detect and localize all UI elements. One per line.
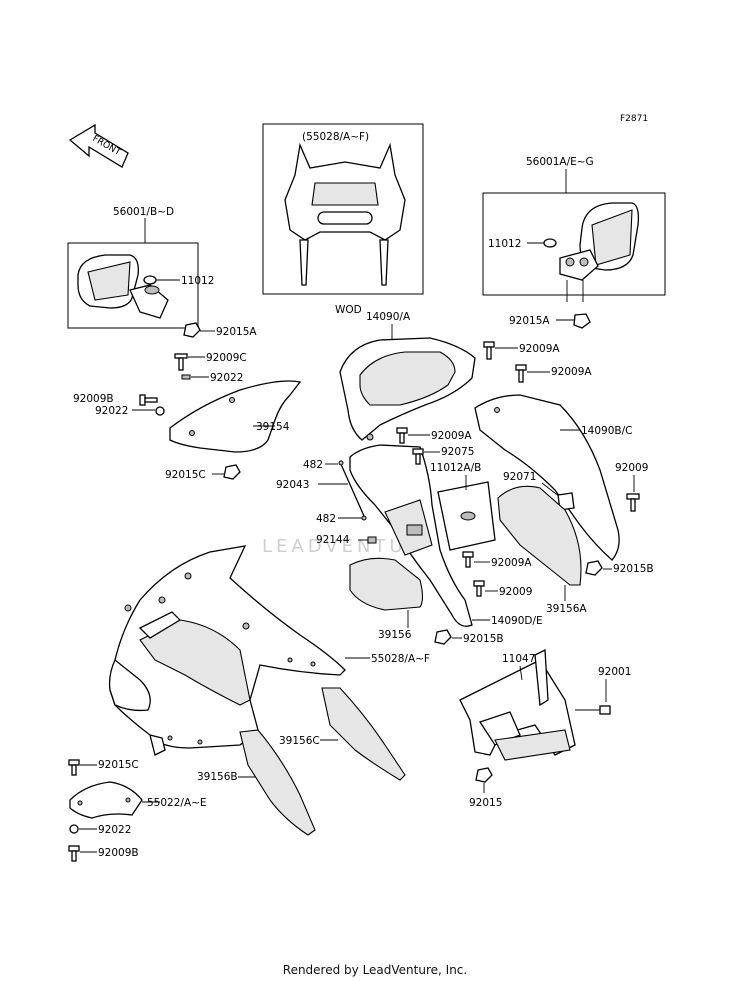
label-92015b-mid: 92015B: [463, 633, 504, 645]
label-11047: 11047: [502, 653, 535, 665]
screw-92009-mid-icon: [473, 580, 485, 597]
label-39156: 39156: [378, 629, 412, 641]
label-92009-right: 92009: [615, 462, 648, 474]
label-11012ab: 11012A/B: [430, 462, 481, 474]
nut-92015a-right-icon: [573, 313, 591, 329]
screw-92009a-2-icon: [515, 364, 527, 383]
label-92144: 92144: [316, 534, 350, 546]
screw-92009a-4-icon: [462, 551, 474, 568]
windshield-box-label: (55028/A~F): [302, 131, 369, 143]
label-14090de: 14090D/E: [491, 615, 543, 627]
label-92015c-bot: 92015C: [98, 759, 139, 771]
label-mirror-left: 56001/B~D: [113, 206, 174, 218]
bolt-92009b-top-icon: [139, 394, 158, 406]
mirror-left-icon: [77, 254, 169, 319]
label-92022-bot: 92022: [98, 824, 131, 836]
label-39156c: 39156C: [279, 735, 320, 747]
bolt-92009b-bot-icon: [68, 845, 80, 862]
watermark: LEADVENTURE: [262, 536, 438, 557]
label-92043: 92043: [276, 479, 309, 491]
nut-92015a-left-icon: [183, 322, 201, 338]
clip-92144-icon: [367, 536, 377, 544]
screw-92009a-3-icon: [396, 427, 408, 444]
label-92022-left: 92022: [95, 405, 128, 417]
label-92015a-right: 92015A: [509, 315, 550, 327]
mirror-right-icon: [559, 202, 640, 302]
nut-92015c-mid-icon: [223, 464, 241, 480]
washer-92022-bot-icon: [69, 824, 79, 834]
panel-39156-icon: [349, 557, 424, 611]
label-11012-left: 11012: [181, 275, 214, 287]
screw-92075-icon: [412, 448, 424, 465]
meter-cover-14090a-icon: [339, 337, 476, 441]
label-39156b: 39156B: [197, 771, 238, 783]
label-55022: 55022/A~E: [147, 797, 207, 809]
label-92009a-4: 92009A: [491, 557, 532, 569]
bracket-11047-icon: [459, 648, 611, 761]
upper-cowl-55028-icon: [108, 545, 346, 756]
screw-92009-right-icon: [626, 493, 640, 512]
side-panel-14090bc-icon: [474, 394, 620, 561]
label-92015c-mid: 92015C: [165, 469, 206, 481]
label-mirror-right: 56001A/E~G: [526, 156, 594, 168]
label-92015b-right: 92015B: [613, 563, 654, 575]
grommet-11012-right-icon: [543, 238, 557, 248]
lower-inner-14090de-icon: [349, 444, 473, 627]
rod-92043-icon: [339, 461, 365, 517]
label-92015a-left: 92015A: [216, 326, 257, 338]
label-92009a-2: 92009A: [551, 366, 592, 378]
windshield-inset-box: [262, 123, 424, 295]
label-92009a-1: 92009A: [519, 343, 560, 355]
wod-label: WOD: [335, 304, 362, 316]
label-92001: 92001: [598, 666, 631, 678]
panel-39156a-icon: [497, 485, 582, 586]
washer-92022-top-icon: [181, 374, 191, 380]
inner-panel-39154-icon: [169, 380, 302, 453]
label-92009c: 92009C: [206, 352, 247, 364]
pad-11012ab-icon: [437, 481, 496, 551]
label-39156a: 39156A: [546, 603, 587, 615]
screw-92009c-icon: [174, 353, 188, 371]
front-arrow-icon: FRONT: [68, 123, 129, 168]
footer-credit: Rendered by LeadVenture, Inc.: [283, 963, 467, 977]
nut-92015-bot-icon: [475, 767, 493, 783]
label-92075: 92075: [441, 446, 474, 458]
label-39154: 39154: [256, 421, 290, 433]
bolt-92015c-bot-icon: [68, 759, 80, 776]
mirror-right-box: [482, 192, 666, 296]
label-11012-right: 11012: [488, 238, 521, 250]
cover-55022-icon: [69, 781, 143, 819]
nut-92015b-right-icon: [585, 560, 603, 576]
washer-92022-left-icon: [155, 406, 165, 416]
mirror-left-box: [67, 242, 199, 329]
panel-39156c-icon: [321, 687, 406, 781]
label-14090a: 14090/A: [366, 311, 411, 323]
label-14090bc: 14090B/C: [581, 425, 632, 437]
label-92022-top: 92022: [210, 372, 243, 384]
label-92009b-bot: 92009B: [98, 847, 139, 859]
windshield-icon: [284, 142, 406, 286]
label-92071: 92071: [503, 471, 536, 483]
label-55028: 55028/A~F: [371, 653, 430, 665]
screw-92009a-1-icon: [483, 341, 495, 360]
label-482-bot: 482: [316, 513, 336, 525]
label-92009a-3: 92009A: [431, 430, 472, 442]
diagram-id: F2871: [620, 114, 648, 124]
label-482-top: 482: [303, 459, 323, 471]
panel-39156b-icon: [239, 729, 316, 836]
label-92015-bot: 92015: [469, 797, 502, 809]
label-92009b-top: 92009B: [73, 393, 114, 405]
nut-92015b-mid-icon: [434, 629, 452, 645]
label-92009-mid: 92009: [499, 586, 532, 598]
